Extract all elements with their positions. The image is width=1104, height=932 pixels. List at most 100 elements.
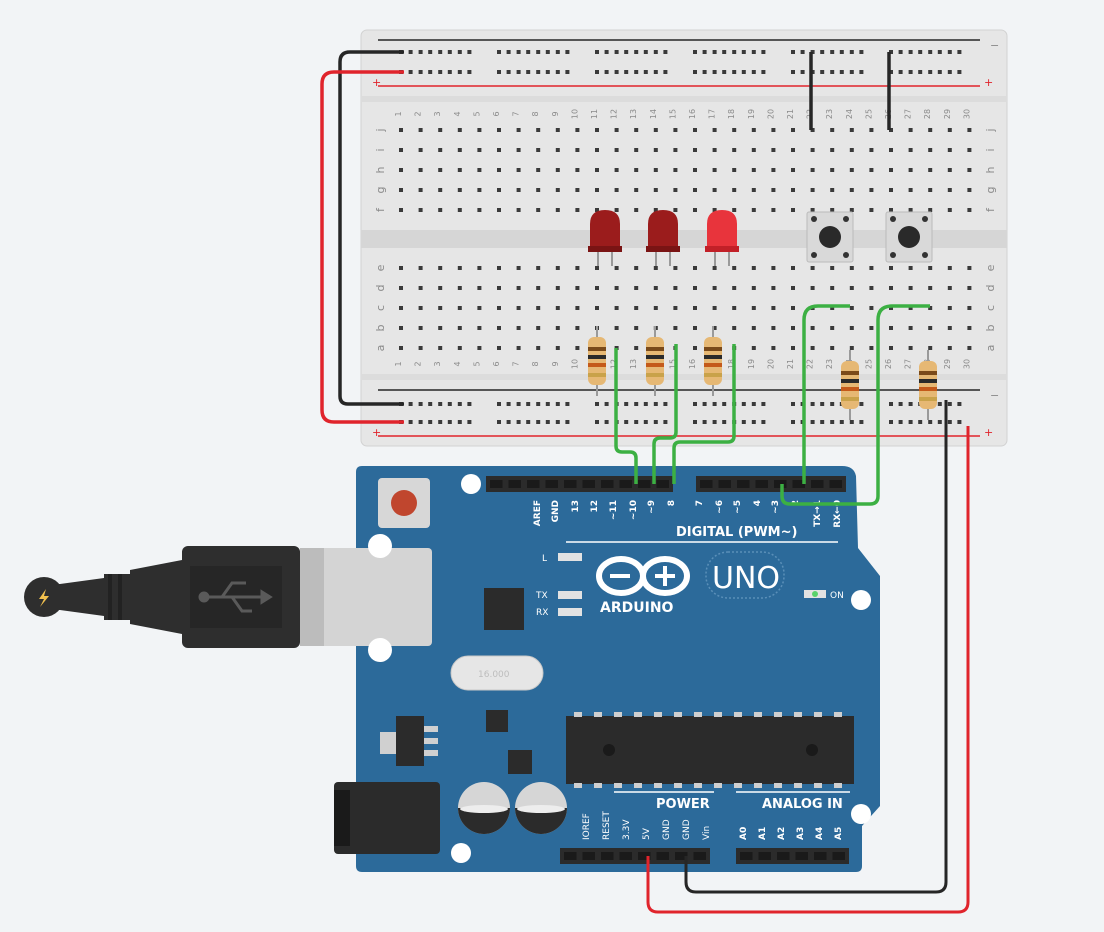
- push-button-2[interactable]: [885, 211, 933, 263]
- header-pin[interactable]: [792, 480, 806, 488]
- column-number: 1: [394, 361, 403, 366]
- reset-button-cap[interactable]: [391, 490, 417, 516]
- usb-cable[interactable]: [24, 546, 300, 648]
- digital-pin-label: ~11: [609, 500, 619, 520]
- header-pin[interactable]: [601, 480, 614, 488]
- header-pin[interactable]: [638, 852, 651, 860]
- resistor[interactable]: [841, 350, 859, 420]
- rail-5v-wire[interactable]: [320, 70, 404, 424]
- column-number: 5: [472, 111, 481, 116]
- digital-header-right: [696, 476, 846, 492]
- header-pin[interactable]: [656, 852, 670, 860]
- digital-pin-label: TX→1: [813, 500, 823, 527]
- led-3[interactable]: [705, 210, 739, 266]
- row-letter: c: [984, 305, 997, 311]
- header-pin[interactable]: [737, 480, 750, 488]
- header-pin[interactable]: [582, 480, 596, 488]
- column-number: 1: [394, 111, 403, 116]
- mount-hole: [451, 843, 471, 863]
- arduino-logo: [596, 556, 690, 596]
- header-pin[interactable]: [545, 480, 559, 488]
- column-number: 19: [747, 359, 756, 369]
- header-pin[interactable]: [758, 852, 772, 860]
- wire-button1-pin2[interactable]: [802, 304, 850, 484]
- power-pin-label: 5V: [642, 827, 652, 840]
- header-pin[interactable]: [755, 480, 769, 488]
- column-number: 30: [962, 109, 971, 119]
- header-pin[interactable]: [700, 480, 713, 488]
- led-2[interactable]: [646, 210, 680, 266]
- digital-label: DIGITAL (PWM~): [676, 525, 797, 540]
- header-pin[interactable]: [693, 852, 707, 860]
- column-number: 6: [492, 361, 501, 366]
- digital-pin-label: ~3: [771, 500, 781, 514]
- tx-led-label: TX: [535, 591, 548, 601]
- row-letter: f: [374, 207, 387, 212]
- header-pin[interactable]: [638, 480, 651, 488]
- header-pin[interactable]: [656, 480, 670, 488]
- header-pin[interactable]: [527, 480, 540, 488]
- digital-pin-label: GND: [551, 500, 561, 522]
- resistor[interactable]: [588, 326, 606, 396]
- header-pin[interactable]: [718, 480, 732, 488]
- header-pin[interactable]: [777, 852, 790, 860]
- wire-button2-pin3[interactable]: [780, 304, 930, 506]
- push-button-1[interactable]: [806, 211, 854, 263]
- column-number: 29: [943, 359, 952, 369]
- analog-pin-label: A1: [758, 827, 768, 840]
- column-number: 20: [766, 359, 775, 369]
- header-pin[interactable]: [564, 480, 577, 488]
- header-pin[interactable]: [619, 480, 633, 488]
- power-pin-label: RESET: [602, 811, 612, 840]
- power-header: [560, 848, 710, 864]
- row-letter: g: [374, 187, 387, 194]
- header-pin[interactable]: [582, 852, 596, 860]
- wire-led1-pin10[interactable]: [614, 348, 638, 484]
- wire-5v[interactable]: [646, 426, 970, 914]
- bottom-minus-label: −: [990, 389, 999, 402]
- header-pin[interactable]: [811, 480, 824, 488]
- header-pin[interactable]: [740, 852, 753, 860]
- header-pin[interactable]: [601, 852, 614, 860]
- column-number: 29: [943, 109, 952, 119]
- header-pin[interactable]: [564, 852, 577, 860]
- header-pin[interactable]: [490, 480, 503, 488]
- column-number: 4: [453, 361, 462, 366]
- mount-hole: [851, 804, 871, 824]
- header-pin[interactable]: [832, 852, 846, 860]
- button-cap[interactable]: [819, 226, 841, 248]
- wire-gnd[interactable]: [684, 400, 948, 894]
- header-pin[interactable]: [829, 480, 843, 488]
- power-pin-label: IOREF: [582, 813, 592, 840]
- rail-gnd-wire[interactable]: [338, 50, 404, 406]
- wire-led3-pin8[interactable]: [672, 344, 736, 484]
- power-pin-label: GND: [662, 819, 672, 840]
- column-number: 12: [610, 359, 619, 369]
- power-pin-label: Vin: [702, 826, 712, 840]
- row-letter: e: [984, 264, 997, 271]
- column-number: 2: [414, 361, 423, 366]
- header-pin[interactable]: [814, 852, 827, 860]
- capacitor-2: [515, 782, 567, 834]
- column-number: 28: [923, 109, 932, 119]
- wires: [614, 304, 970, 914]
- row-letter: e: [374, 264, 387, 271]
- crystal-label: 16.000: [478, 670, 510, 680]
- header-pin[interactable]: [795, 852, 809, 860]
- wire-led2-pin9[interactable]: [652, 344, 678, 484]
- header-pin[interactable]: [508, 480, 522, 488]
- row-letter: h: [984, 166, 997, 173]
- header-pin[interactable]: [675, 852, 688, 860]
- column-number: 17: [708, 109, 717, 119]
- resistor[interactable]: [704, 326, 722, 396]
- row-letter: a: [374, 345, 387, 352]
- button-cap[interactable]: [898, 226, 920, 248]
- led-1[interactable]: [588, 210, 622, 266]
- digital-pin-label: 8: [667, 500, 677, 506]
- resistor[interactable]: [919, 350, 937, 420]
- header-pin[interactable]: [619, 852, 633, 860]
- analog-pin-label: A3: [796, 827, 806, 840]
- resistor[interactable]: [646, 326, 664, 396]
